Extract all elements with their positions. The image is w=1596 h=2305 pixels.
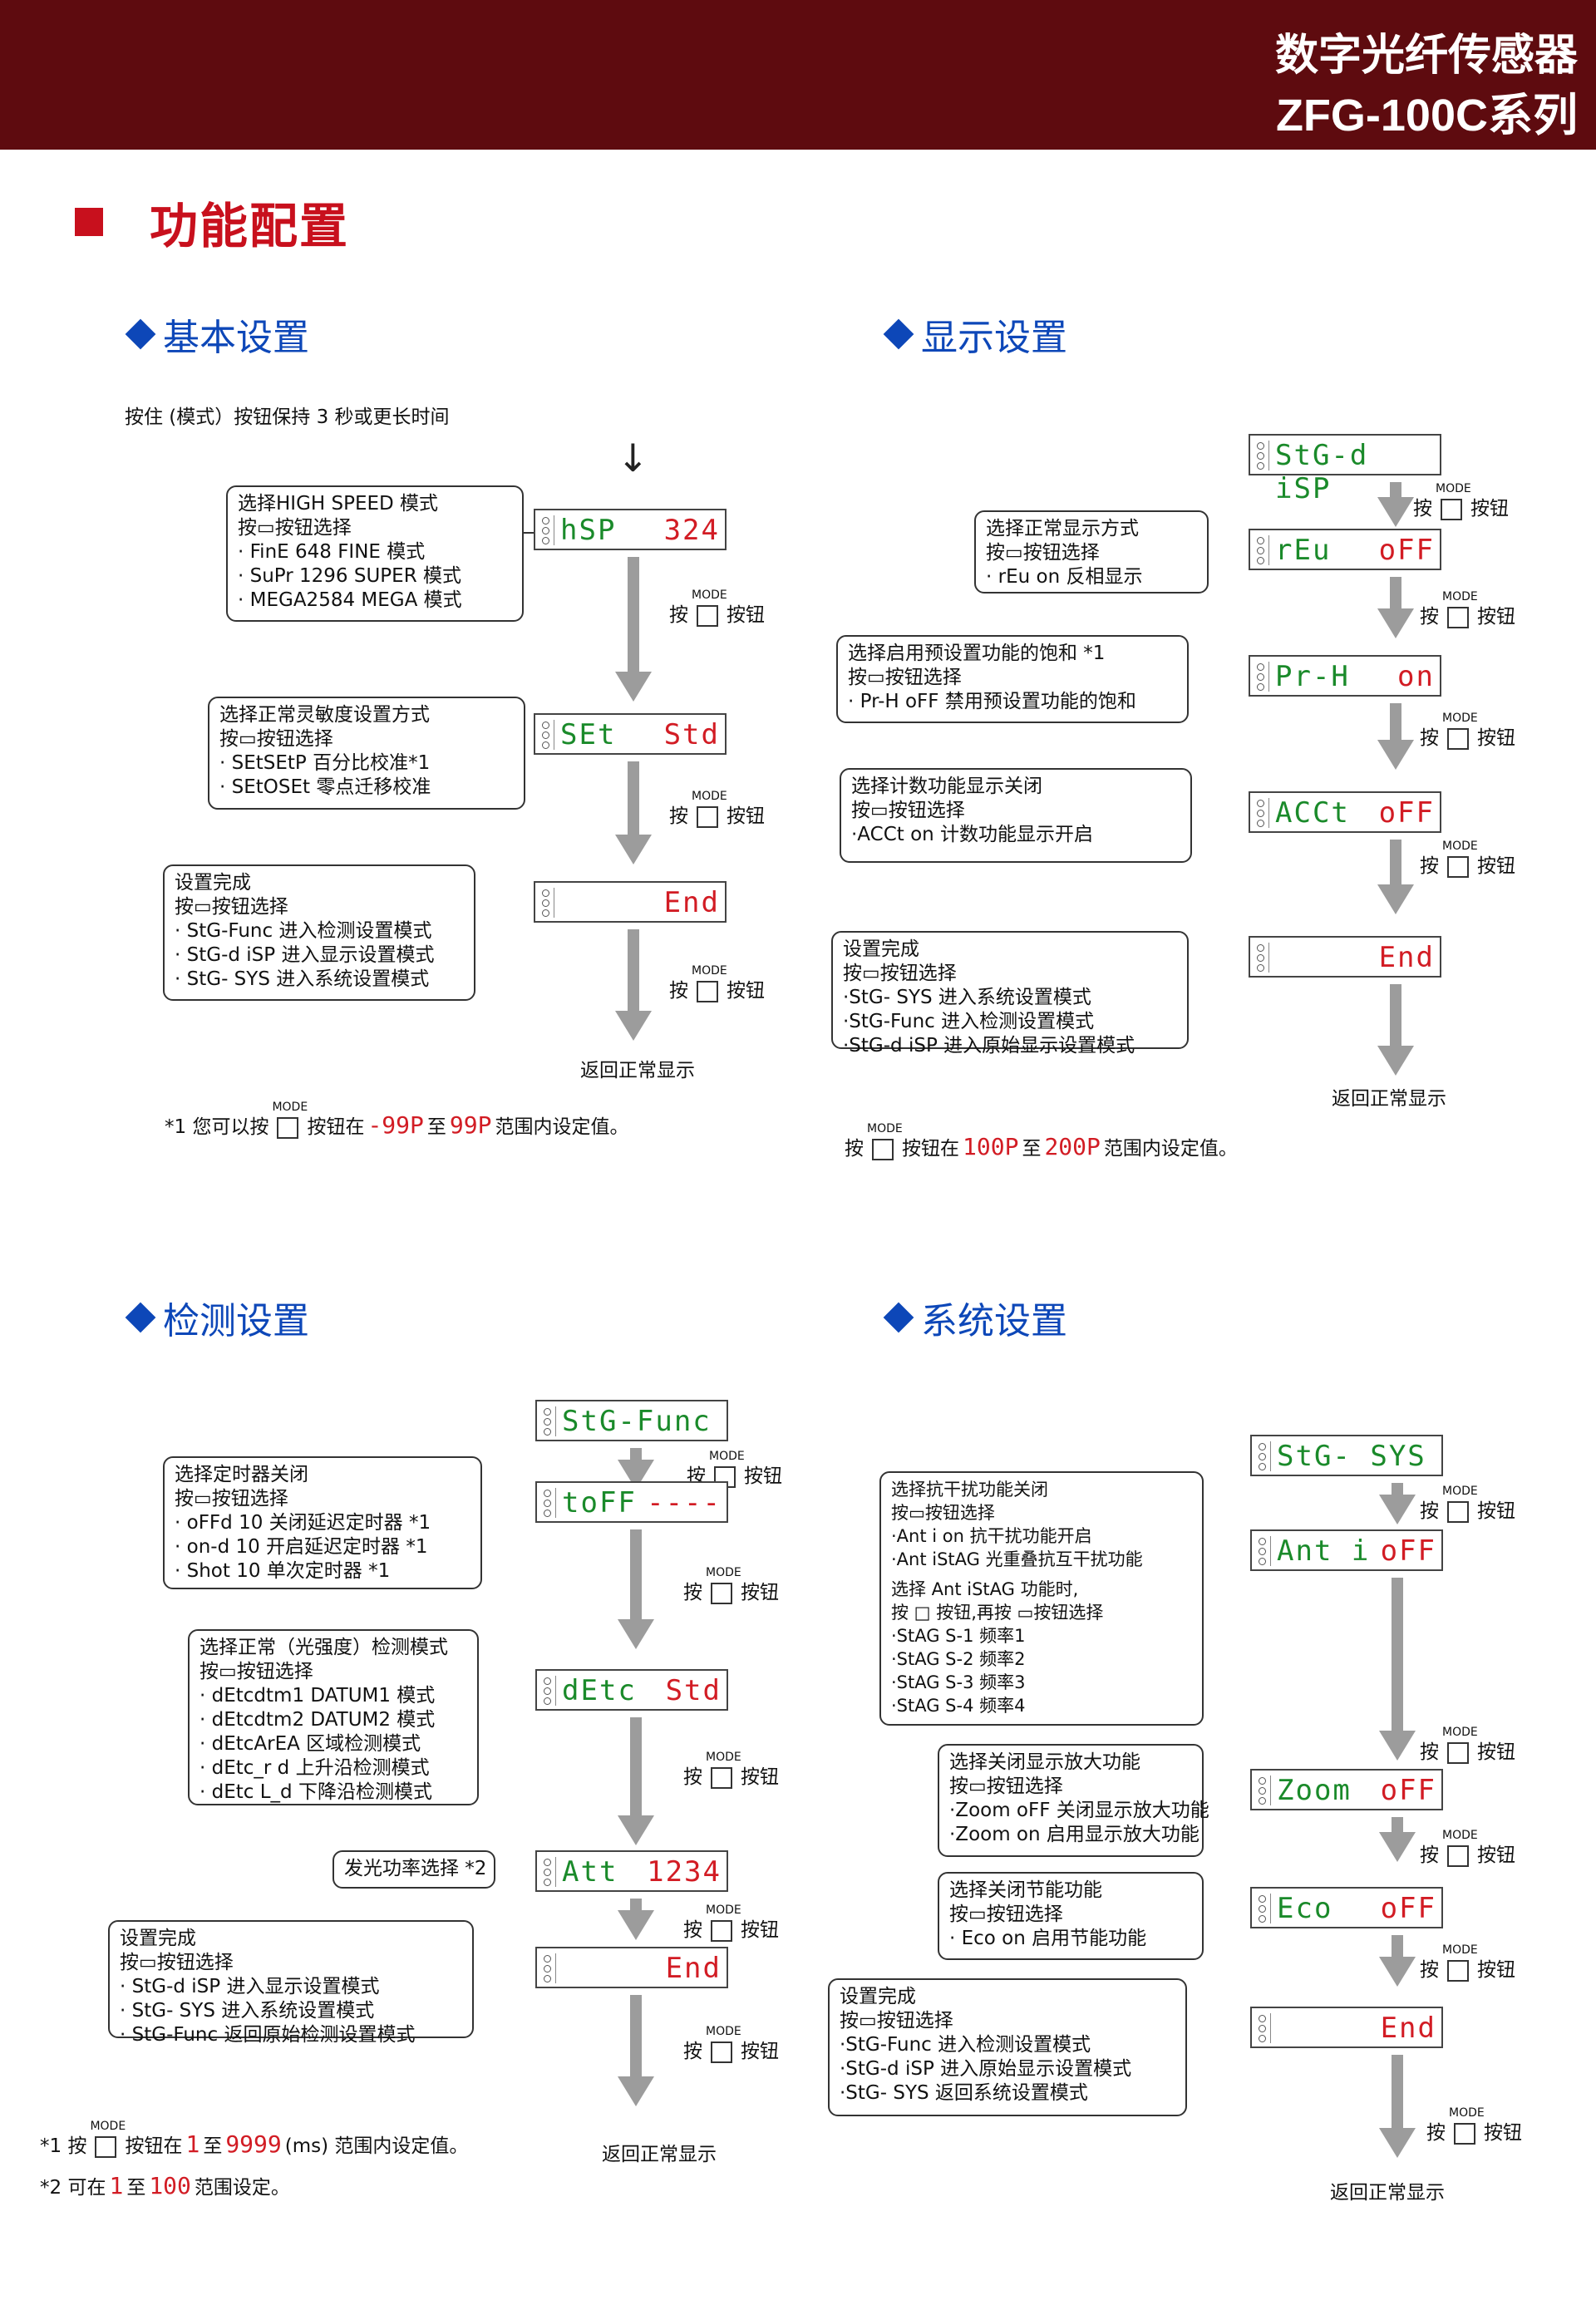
basic-box-2: 选择正常灵敏度设置方式按▭按钮选择 · SEtSEtP 百分比校准*1· SEt… (208, 697, 525, 810)
diamond-icon (883, 1302, 914, 1333)
detect-box-1: 选择定时器关闭按▭按钮选择 · oFFd 10 关闭延迟定时器 *1· on-d… (163, 1456, 482, 1589)
mode-button-icon: MODE (1442, 1726, 1478, 1764)
title-square-icon (75, 208, 103, 236)
mode-button-icon: MODE (1442, 712, 1478, 750)
mode-button-icon: MODE (1442, 1829, 1478, 1867)
system-box-4: 设置完成按▭按钮选择 ·StG-Func 进入检测设置模式·StG-d iSP … (828, 1978, 1187, 2116)
basic-lcd-3: End (534, 881, 727, 923)
system-box-1: 选择抗干扰功能关闭按▭按钮选择 ·Ant i on 抗干扰功能开启·Ant iS… (879, 1471, 1204, 1726)
mode-button-icon: MODE (1442, 1943, 1478, 1982)
section-display-heading: 显示设置 (883, 308, 1067, 361)
mode-button-icon: MODE (1442, 590, 1478, 628)
detect-lcd-1: toFF---- (535, 1481, 728, 1523)
mode-button-icon: MODE (1442, 1485, 1478, 1523)
section-basic-heading: 基本设置 (125, 308, 309, 361)
system-lcd-0: StG- SYS (1250, 1435, 1443, 1476)
mode-button-icon: MODE (692, 964, 727, 1002)
mode-button-icon: MODE (1442, 840, 1478, 878)
system-box-2: 选择关闭显示放大功能按▭按钮选择 ·Zoom oFF 关闭显示放大功能·Zoom… (938, 1744, 1209, 1857)
mode-button-icon: MODE (706, 1566, 741, 1604)
mode-button-icon: MODE (692, 790, 727, 828)
section-detect-heading: 检测设置 (125, 1291, 309, 1344)
header-title: 数字光纤传感器 (1274, 32, 1578, 80)
mode-button-icon: MODE (706, 1751, 741, 1789)
return-normal-label: 返回正常显示 (1332, 1088, 1446, 1110)
detect-box-4: 设置完成按▭按钮选择 · StG-d iSP 进入显示设置模式· StG- SY… (108, 1920, 474, 2046)
basic-box-1: 选择HIGH SPEED 模式按▭按钮选择 · FinE 648 FINE 模式… (226, 485, 524, 622)
mode-button-icon: MODE (706, 1904, 741, 1942)
display-box-4: 设置完成按▭按钮选择 ·StG- SYS 进入系统设置模式·StG-Func 进… (831, 931, 1189, 1056)
detect-box-2: 选择正常（光强度）检测模式按▭按钮选择 · dEtcdtm1 DATUM1 模式… (188, 1629, 479, 1805)
mode-button-icon: MODE (692, 589, 727, 627)
diamond-icon (883, 318, 914, 350)
section-system-heading: 系统设置 (883, 1291, 1067, 1344)
system-lcd-4: End (1250, 2007, 1443, 2048)
return-normal-label: 返回正常显示 (1330, 2182, 1445, 2204)
display-box-3: 选择计数功能显示关闭按▭按钮选择 ·ACCt on 计数功能显示开启 (840, 768, 1192, 863)
mode-button-icon: MODE (1449, 2106, 1485, 2145)
detect-lcd-0: StG-Func (535, 1400, 728, 1441)
detect-lcd-4: End (535, 1947, 728, 1988)
header-bar: 数字光纤传感器 ZFG-100C系列 (0, 0, 1596, 150)
diamond-icon (125, 318, 156, 350)
basic-box-3: 设置完成按▭按钮选择 · StG-Func 进入检测设置模式· StG-d iS… (163, 864, 475, 1001)
detect-box-3: 发光功率选择 *2 (332, 1850, 495, 1889)
page-title: 功能配置 (75, 193, 349, 254)
mode-button-icon: MODE (1436, 482, 1471, 520)
header-series: ZFG-100C系列 (1275, 91, 1578, 140)
system-box-3: 选择关闭节能功能按▭按钮选择 · Eco on 启用节能功能 (938, 1872, 1204, 1960)
return-normal-label: 返回正常显示 (602, 2144, 717, 2165)
mode-button-icon: MODE (706, 2025, 741, 2063)
return-normal-label: 返回正常显示 (580, 1060, 695, 1081)
display-lcd-0: StG-d iSP (1249, 434, 1441, 505)
down-arrow-icon: ↓ (617, 436, 649, 480)
basic-intro: 按住 (模式）按钮保持 3 秒或更长时间 (125, 406, 450, 428)
diamond-icon (125, 1302, 156, 1333)
display-lcd-4: End (1249, 936, 1441, 978)
display-box-1: 选择正常显示方式按▭按钮选择 · rEu on 反相显示 (974, 510, 1209, 593)
